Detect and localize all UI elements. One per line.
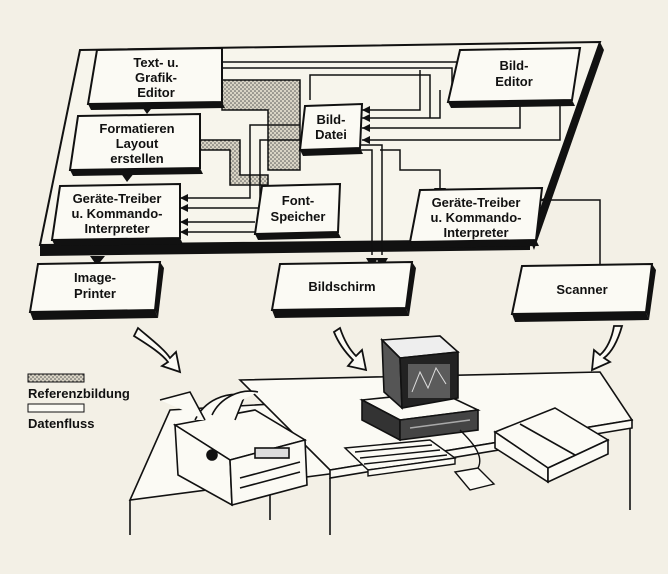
legend-label-referenz: Referenzbildung — [28, 386, 130, 401]
label-image-printer-1: Image- — [74, 270, 116, 285]
label-geraete-left-1: Geräte-Treiber — [73, 191, 162, 206]
box-geraete-treiber-right: Geräte-Treiber u. Kommando- Interpreter — [408, 186, 544, 248]
label-geraete-left-3: Interpreter — [84, 221, 149, 236]
legend: Referenzbildung Datenfluss — [27, 373, 130, 431]
label-bild-editor-2: Editor — [495, 74, 533, 89]
label-font-speicher-2: Speicher — [271, 209, 326, 224]
label-bild-editor-1: Bild- — [500, 58, 529, 73]
label-geraete-right-3: Interpreter — [443, 225, 508, 240]
legend-label-datenfluss: Datenfluss — [28, 416, 94, 431]
scanner-icon — [493, 407, 610, 484]
label-bild-datei-2: Datei — [315, 127, 347, 142]
label-text-grafik-editor-3: Editor — [137, 85, 175, 100]
label-font-speicher-1: Font- — [282, 193, 314, 208]
label-bildschirm: Bildschirm — [308, 279, 375, 294]
label-geraete-right-2: u. Kommando- — [431, 210, 522, 225]
box-bild-datei: Bild- Datei — [298, 102, 364, 156]
keyboard-icon — [343, 439, 457, 477]
label-formatieren-1: Formatieren — [99, 121, 174, 136]
label-image-printer-2: Printer — [74, 286, 116, 301]
box-image-printer: Image- Printer — [28, 260, 164, 320]
printer-icon — [159, 390, 308, 507]
label-geraete-left-2: u. Kommando- — [72, 206, 163, 221]
box-geraete-treiber-left: Geräte-Treiber u. Kommando- Interpreter — [50, 182, 183, 246]
monitor-icon — [380, 335, 460, 410]
curved-arrow-icon — [132, 325, 624, 374]
label-formatieren-2: Layout — [116, 136, 159, 151]
box-scanner: Scanner — [510, 262, 656, 322]
label-text-grafik-editor-1: Text- u. — [133, 55, 178, 70]
label-scanner: Scanner — [556, 282, 607, 297]
label-geraete-right-1: Geräte-Treiber — [432, 195, 521, 210]
box-font-speicher: Font- Speicher — [253, 182, 342, 240]
label-text-grafik-editor-2: Grafik- — [135, 70, 177, 85]
box-text-grafik-editor: Text- u. Grafik- Editor — [86, 46, 225, 110]
mouse-icon — [453, 429, 496, 491]
legend-swatch-datenfluss — [27, 403, 85, 413]
computer-icon — [359, 391, 481, 442]
label-formatieren-3: erstellen — [110, 151, 164, 166]
box-bildschirm: Bildschirm — [270, 260, 416, 318]
box-bild-editor: Bild- Editor — [446, 46, 582, 108]
legend-swatch-referenz — [27, 373, 85, 383]
box-formatieren-layout: Formatieren Layout erstellen — [68, 112, 203, 176]
label-bild-datei-1: Bild- — [317, 112, 346, 127]
